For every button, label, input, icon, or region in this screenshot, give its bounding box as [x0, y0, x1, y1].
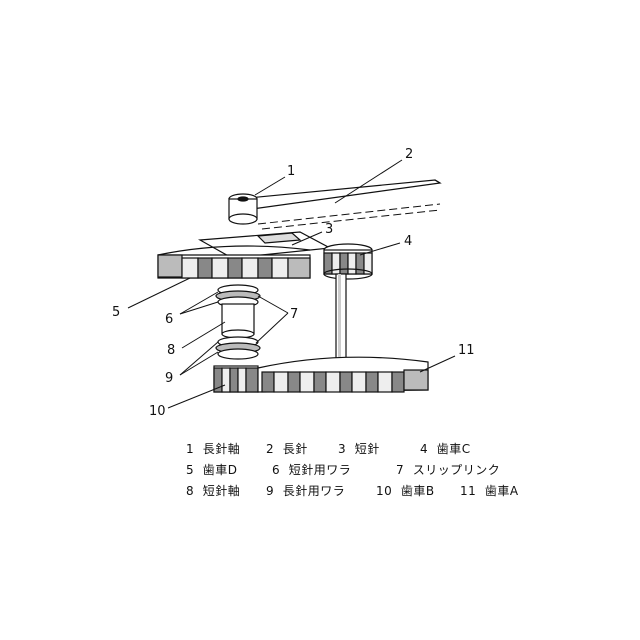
gear-c	[324, 244, 372, 279]
callout-6: 6	[165, 312, 173, 327]
callout-2: 2	[405, 147, 413, 162]
callout-11: 11	[458, 343, 475, 358]
callout-4: 4	[404, 234, 412, 249]
callout-10: 10	[149, 404, 166, 419]
gear-a	[258, 357, 428, 392]
callout-1: 1	[287, 164, 295, 179]
hour-hand-plate	[200, 232, 330, 258]
callout-8: 8	[167, 343, 175, 358]
gear-b	[214, 366, 258, 392]
central-shaft-stack	[216, 285, 260, 359]
transfer-shaft	[336, 274, 346, 364]
callout-7: 7	[290, 307, 298, 322]
callout-9: 9	[165, 371, 173, 386]
callout-5: 5	[112, 305, 120, 320]
minute-hand	[248, 180, 440, 209]
minute-shaft-top	[229, 194, 257, 224]
hand-extension-dashed	[258, 204, 440, 229]
callout-3: 3	[325, 222, 333, 237]
